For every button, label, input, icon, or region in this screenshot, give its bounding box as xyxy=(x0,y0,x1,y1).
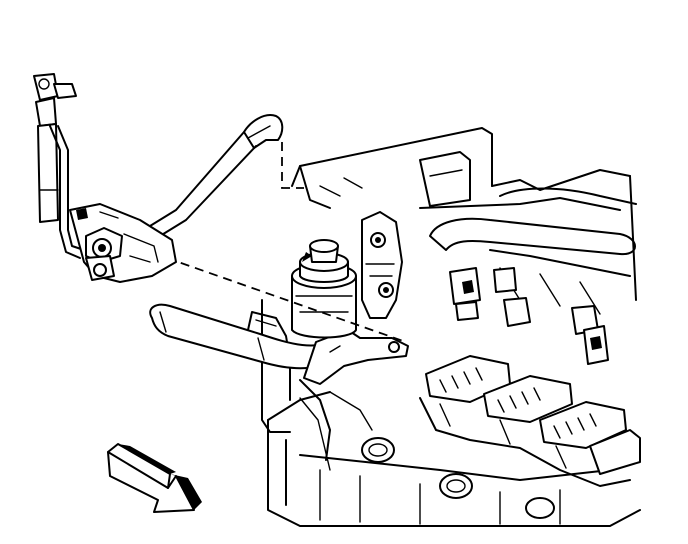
freeze-plug xyxy=(439,473,473,499)
vacuum-tube xyxy=(49,125,85,259)
pipe-elbow xyxy=(243,114,284,149)
throttle-bracket xyxy=(361,211,403,319)
bracket xyxy=(303,329,409,385)
fuel-injectors xyxy=(449,267,609,365)
fuel-rail xyxy=(429,217,636,256)
engine-block xyxy=(267,391,641,527)
leader-line xyxy=(281,142,304,189)
intake-manifold xyxy=(291,127,637,315)
view-direction-arrow xyxy=(107,443,202,513)
freeze-plug xyxy=(361,437,395,463)
flexible-tube xyxy=(149,131,257,237)
ignition-coils xyxy=(419,355,641,487)
freeze-plug xyxy=(525,497,555,519)
tube-end-fitting xyxy=(33,73,77,223)
valve-bracket-assembly xyxy=(69,203,177,283)
egr-valve xyxy=(291,239,357,339)
